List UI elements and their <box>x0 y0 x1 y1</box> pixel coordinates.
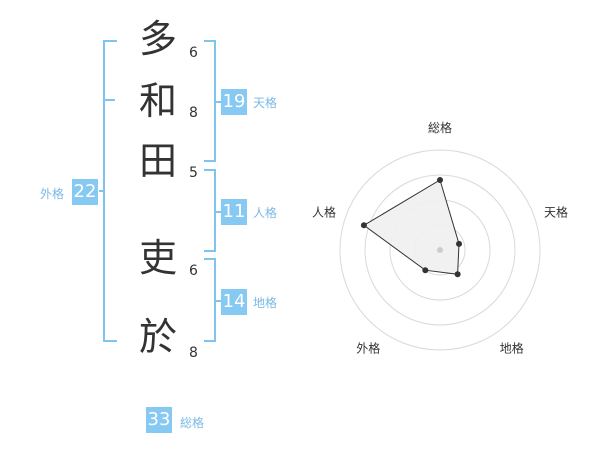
radar-axis-label-2: 天格 <box>544 204 568 219</box>
chikaku-label: 地格 <box>253 296 278 310</box>
chikaku-value: 14 <box>221 289 247 315</box>
stroke-count-2: 8 <box>189 105 198 121</box>
stroke-count-5: 8 <box>189 345 198 361</box>
stroke-count-1: 6 <box>189 45 198 61</box>
name-char-2: 和 <box>138 79 177 123</box>
radar-center <box>437 247 443 253</box>
radar-point-5 <box>360 222 367 229</box>
tenkaku-connector <box>215 101 221 103</box>
stroke-count-4: 6 <box>189 263 198 279</box>
jinkaku-connector <box>215 211 221 213</box>
radar-axis-label-1: 総格 <box>428 120 452 135</box>
name-char-5: 於 <box>138 315 177 359</box>
radar-point-3 <box>454 271 461 278</box>
gaikaku-bracket <box>103 40 117 342</box>
radar-point-4 <box>422 267 429 274</box>
radar-axis-label-3: 地格 <box>500 341 524 356</box>
radar-area <box>362 179 460 275</box>
radar-point-1 <box>437 177 443 183</box>
name-char-1: 多 <box>138 17 177 61</box>
jinkaku-bracket <box>204 169 216 252</box>
gaikaku-label: 外格 <box>40 187 65 201</box>
soukaku-label: 総格 <box>180 416 205 430</box>
gaikaku-bracket-tick <box>103 99 115 101</box>
gaikaku-bracket-connector <box>99 190 104 192</box>
name-char-3: 田 <box>138 139 177 183</box>
tenkaku-value: 19 <box>221 89 247 115</box>
tenkaku-label: 天格 <box>253 96 278 110</box>
radar-point-2 <box>456 240 463 247</box>
radar-ring-3 <box>364 174 516 326</box>
radar-ring-4 <box>339 149 541 351</box>
soukaku-value: 33 <box>146 407 172 433</box>
jinkaku-label: 人格 <box>253 206 278 220</box>
gaikaku-value: 22 <box>72 179 98 205</box>
name-char-4: 吏 <box>138 236 177 280</box>
jinkaku-value: 11 <box>221 199 247 225</box>
stroke-count-3: 5 <box>189 165 198 181</box>
chikaku-connector <box>215 300 221 302</box>
radar-axis-label-5: 人格 <box>312 204 336 219</box>
radar-axis-label-4: 外格 <box>356 341 380 356</box>
